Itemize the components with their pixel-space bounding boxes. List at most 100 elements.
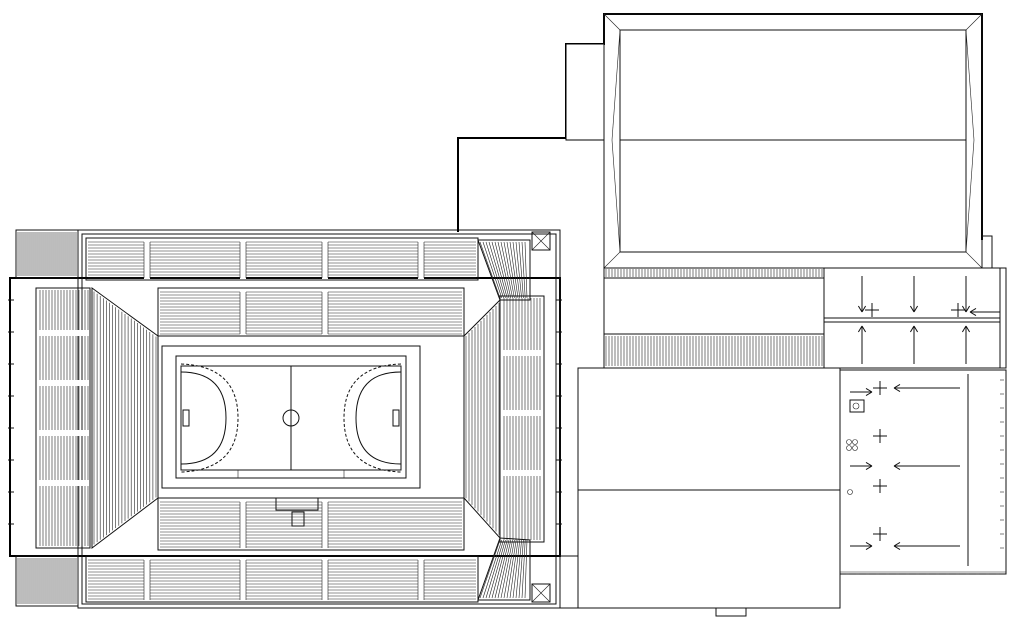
seat-row — [515, 241, 522, 299]
court-surround — [161, 345, 421, 489]
seat-row — [497, 539, 512, 599]
arrow-head — [893, 545, 901, 551]
handball-court — [180, 363, 402, 478]
arrow-head — [893, 465, 901, 471]
fixture-cluster — [846, 439, 858, 451]
aisle — [503, 350, 543, 356]
seat-row — [524, 539, 528, 599]
arrow-head — [865, 545, 873, 551]
seat-row — [509, 539, 519, 599]
aisle — [240, 241, 246, 279]
arrow-head — [865, 391, 873, 397]
arrow-head — [913, 305, 919, 313]
aisle — [503, 410, 543, 416]
north-stand-lower — [157, 287, 465, 337]
aisle — [39, 430, 89, 436]
arrow-head — [865, 387, 873, 393]
goal-left — [182, 409, 190, 427]
lobby — [560, 367, 841, 617]
aisle — [418, 241, 424, 279]
arrow-head — [857, 325, 863, 333]
north-stand-upper — [85, 237, 479, 281]
arrow-head — [909, 325, 915, 333]
aisle — [322, 291, 328, 335]
west-entrance-stairs-north — [15, 229, 79, 279]
arrow-head — [865, 461, 873, 467]
aisle — [503, 470, 543, 476]
annex-outline — [457, 13, 983, 240]
scorers-table — [275, 497, 319, 527]
arrow-head — [961, 325, 967, 333]
corner-stands — [477, 239, 531, 601]
seat-row — [482, 539, 503, 599]
arrow-head — [865, 541, 873, 547]
seat-row — [506, 241, 517, 299]
arrow-head — [893, 541, 901, 547]
arrow-head — [857, 305, 863, 313]
seat-row — [479, 241, 501, 299]
seat-row — [491, 539, 508, 599]
aisle — [240, 291, 246, 335]
goal-area-arc-left — [180, 371, 227, 465]
arena-building — [8, 229, 562, 609]
west-stand — [35, 287, 159, 550]
arrow-head — [969, 307, 977, 313]
free-throw-arc-left — [180, 363, 239, 473]
corner-box-se — [531, 583, 551, 603]
aisle — [39, 380, 89, 386]
arrow-head — [861, 305, 867, 313]
seat-row — [482, 241, 503, 299]
aisle — [322, 241, 328, 279]
seat-row — [512, 241, 521, 299]
corner-box-ne — [531, 231, 551, 251]
aisle — [418, 559, 424, 601]
aisle — [144, 241, 150, 279]
seat-row — [494, 241, 510, 299]
south-stand-upper — [85, 555, 479, 603]
arrow-head — [893, 387, 901, 393]
aisle — [322, 559, 328, 601]
seat-row — [488, 539, 506, 599]
seat-row — [503, 241, 515, 299]
arrow-head — [913, 325, 919, 333]
aisle — [240, 501, 246, 549]
seat-row — [479, 539, 501, 599]
seat-row — [521, 241, 526, 299]
seat-row — [521, 539, 526, 599]
seat-row — [491, 241, 508, 299]
seat-row — [488, 241, 506, 299]
arrow-head — [965, 305, 971, 313]
arrow-head — [893, 383, 901, 389]
arrow-head — [861, 325, 867, 333]
seat-row — [494, 539, 510, 599]
arrow-head — [965, 325, 971, 333]
seat-row — [524, 241, 528, 299]
seat-row — [485, 539, 504, 599]
seat-row — [518, 539, 524, 599]
center-circle — [282, 409, 300, 427]
wall-ticks — [8, 299, 562, 525]
seat-row — [485, 241, 504, 299]
roof-hall — [603, 13, 993, 269]
free-throw-arc-right — [343, 363, 402, 473]
arrow-head — [969, 311, 977, 317]
ramp-strip — [603, 267, 825, 369]
seat-row — [500, 539, 513, 599]
seat-row — [515, 539, 522, 599]
seat-row — [506, 539, 517, 599]
west-entrance-stairs-south — [15, 555, 79, 607]
east-stand — [463, 295, 545, 543]
aisle — [144, 559, 150, 601]
arrow-head — [893, 461, 901, 467]
seat-row — [497, 241, 512, 299]
seat-row — [518, 241, 524, 299]
courtyard — [840, 369, 1007, 575]
south-stand-lower — [157, 497, 465, 551]
arrow-head — [961, 305, 967, 313]
arrow-head — [865, 465, 873, 471]
aisle — [39, 480, 89, 486]
service-block — [823, 267, 1007, 369]
flow-arrows — [850, 276, 1000, 551]
crosshair-markers — [865, 303, 965, 541]
